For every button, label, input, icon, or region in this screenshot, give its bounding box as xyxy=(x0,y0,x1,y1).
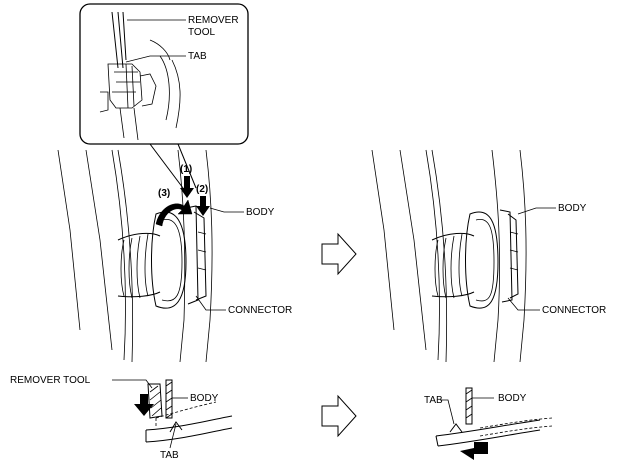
rotate-arrow-3 xyxy=(155,199,193,227)
section-tab-label-after: TAB xyxy=(424,395,443,406)
section-remover-tool-label: REMOVER TOOL xyxy=(10,375,91,386)
transition-arrow-icon-bottom xyxy=(321,394,357,438)
inset-remover-label-1: REMOVER xyxy=(188,15,239,26)
push-arrow-2 xyxy=(196,196,210,216)
after-connector-label: CONNECTOR xyxy=(542,305,606,316)
section-tab-label-before: TAB xyxy=(160,450,179,461)
step-2-label: (2) xyxy=(196,184,208,195)
section-after xyxy=(435,387,553,460)
inset-callout-line-left xyxy=(149,143,187,193)
after-view xyxy=(371,149,556,363)
inset-tab-label: TAB xyxy=(188,51,207,62)
step-3-label: (3) xyxy=(158,188,170,199)
section-push-arrow-icon xyxy=(134,394,154,416)
inset-remover-label-2: TOOL xyxy=(188,27,215,38)
slide-left-arrow-icon xyxy=(460,442,488,460)
inset-callout-line-right xyxy=(177,143,197,189)
section-before xyxy=(112,379,233,449)
transition-arrow-icon xyxy=(321,232,357,276)
inset-detail xyxy=(79,3,249,145)
section-body-label-before: BODY xyxy=(190,393,219,404)
step-1-label: (1) xyxy=(180,164,192,175)
section-body-label-after: BODY xyxy=(498,393,527,404)
before-body-label: BODY xyxy=(246,207,275,218)
before-connector-label: CONNECTOR xyxy=(228,305,292,316)
push-arrow-1 xyxy=(180,176,194,198)
after-body-label: BODY xyxy=(558,203,587,214)
before-view xyxy=(57,149,244,363)
